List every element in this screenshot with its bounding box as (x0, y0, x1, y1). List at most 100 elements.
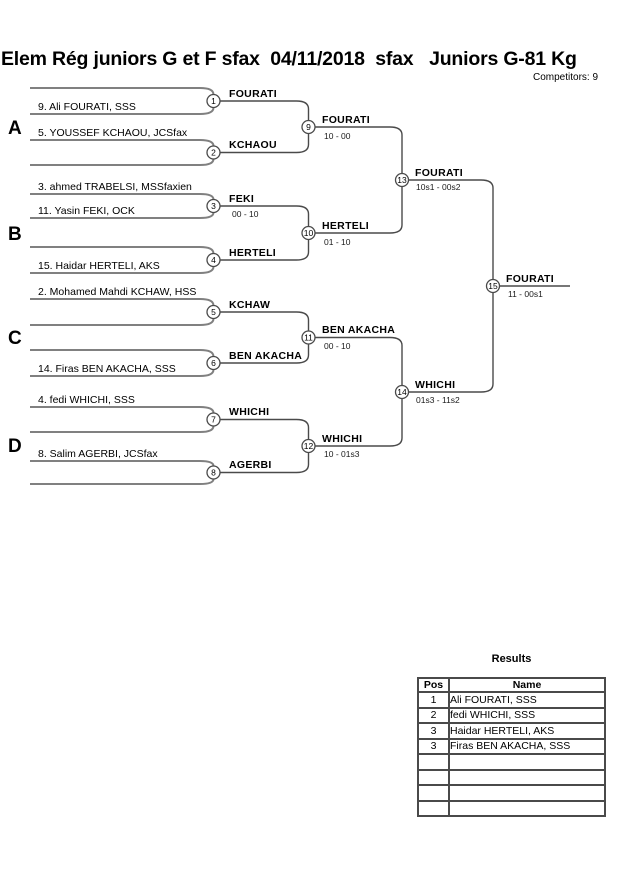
match-number-13: 13 (397, 175, 407, 185)
competitors-count: Competitors: 9 (533, 72, 599, 83)
winner-label-m5: KCHAW (229, 299, 270, 311)
match-circle-6 (206, 355, 221, 371)
seed-line-2-top (30, 139, 215, 147)
entry-label-whichi: 4. fedi WHICHI, SSS (38, 394, 135, 406)
seed-line-1-bottom (30, 107, 215, 115)
pos-cell (417, 784, 450, 802)
entry-label-kchaw: 2. Mohamed Mahdi KCHAW, HSS (38, 286, 196, 298)
match-circle-5 (206, 304, 221, 320)
match-circle-14 (394, 384, 410, 400)
score-label-m10: 01 - 10 (324, 237, 351, 247)
connector-m12-m14 (315, 398, 403, 447)
results-title: Results (491, 653, 532, 665)
entry-label-trabelsi: 3. ahmed TRABELSI, MSSfaxien (38, 181, 192, 193)
entry-label-kchaou: 5. YOUSSEF KCHAOU, JCSfax (38, 127, 188, 139)
winner-label-m15: FOURATI (506, 273, 554, 285)
pos-column-header: Pos (417, 677, 450, 693)
seed-line-1-top (30, 87, 215, 95)
match-circle-4 (206, 252, 221, 268)
match-number-8: 8 (211, 468, 216, 478)
winner-label-m6: BEN AKACHA (229, 350, 302, 362)
winner-label-m3: FEKI (229, 193, 254, 205)
group-label-a: A (8, 118, 22, 139)
seed-line-5-bottom (30, 318, 215, 326)
connector-m8-m12 (220, 452, 310, 474)
seed-line-6-top (30, 349, 215, 357)
name-cell: fedi WHICHI, SSS (448, 706, 606, 724)
seed-line-2-bottom (30, 158, 215, 166)
entry-label-herteli: 15. Haidar HERTELI, AKS (38, 260, 160, 272)
winner-label-m13: FOURATI (415, 167, 463, 179)
match-circle-1 (206, 93, 221, 109)
pos-cell: 3 (417, 722, 450, 740)
score-label-m13: 10s1 - 00s2 (416, 182, 461, 192)
match-circle-12 (301, 438, 316, 454)
match-circle-2 (206, 145, 221, 160)
connector-m4-m10 (220, 239, 310, 261)
results-row-empty (417, 768, 606, 786)
score-label-m14: 01s3 - 11s2 (416, 395, 460, 405)
seed-line-4-top (30, 246, 215, 254)
match-number-14: 14 (397, 387, 407, 397)
match-number-7: 7 (211, 415, 216, 425)
match-circle-3 (206, 198, 221, 214)
score-label-m11: 00 - 10 (324, 341, 351, 351)
results-table: Pos Name 1 Ali FOURATI, SSS 2 fedi WHICH… (417, 677, 606, 817)
match-number-12: 12 (304, 441, 314, 451)
seed-line-5-top (30, 298, 215, 306)
bracket-diagram: A B C D 1 2 3 4 5 6 7 8 (8, 87, 570, 485)
connector-m13-m15 (408, 179, 494, 280)
winner-label-m2: KCHAOU (229, 139, 277, 151)
score-label-m3: 00 - 10 (232, 209, 259, 219)
match-number-9: 9 (306, 122, 311, 132)
match-number-5: 5 (211, 307, 216, 317)
connector-m7-m12 (220, 418, 310, 440)
connector-m2-m9 (220, 133, 310, 154)
page-title: Elem Rég juniors G et F sfax 04/11/2018 … (1, 48, 577, 70)
match-circle-7 (206, 412, 221, 427)
seed-line-7-top (30, 406, 215, 414)
score-label-m15: 11 - 00s1 (508, 289, 543, 299)
results-row: 1 Ali FOURATI, SSS (417, 691, 606, 709)
pos-cell (417, 768, 450, 786)
name-cell: Firas BEN AKACHA, SSS (448, 737, 606, 755)
connector-m3-m10 (220, 205, 310, 227)
entry-label-feki: 11. Yasin FEKI, OCK (38, 205, 135, 217)
winner-label-m1: FOURATI (229, 88, 277, 100)
pos-cell (417, 753, 450, 771)
pos-cell (417, 799, 450, 817)
score-label-m12: 10 - 01s3 (324, 449, 360, 459)
match-circle-10 (301, 225, 316, 241)
name-cell (448, 768, 606, 786)
seed-line-8-top (30, 460, 215, 467)
connector-m11-m14 (315, 336, 403, 386)
match-circle-8 (206, 465, 221, 480)
results-row: 2 fedi WHICHI, SSS (417, 706, 606, 724)
connector-m14-m15 (408, 292, 494, 393)
connector-m10-m13 (315, 186, 403, 234)
name-cell (448, 784, 606, 802)
seed-line-7-bottom (30, 425, 215, 433)
group-label-b: B (8, 224, 22, 245)
match-number-1: 1 (211, 96, 216, 106)
match-number-11: 11 (304, 333, 313, 343)
connector-m9-m13 (315, 126, 403, 174)
pos-cell: 3 (417, 737, 450, 755)
winner-label-m8: AGERBI (229, 459, 272, 471)
group-label-c: C (8, 328, 22, 349)
winner-label-m4: HERTELI (229, 247, 276, 259)
pos-cell: 2 (417, 706, 450, 724)
match-number-4: 4 (211, 255, 216, 265)
match-circle-15 (485, 278, 501, 294)
results-row-empty (417, 799, 606, 817)
match-number-3: 3 (211, 201, 216, 211)
results-header-row: Pos Name (417, 677, 606, 693)
seed-line-6-bottom (30, 369, 215, 377)
name-cell (448, 753, 606, 771)
name-cell (448, 799, 606, 817)
winner-label-m7: WHICHI (229, 406, 269, 418)
seed-line-3-top (30, 193, 215, 200)
name-column-header: Name (448, 677, 606, 693)
name-cell: Ali FOURATI, SSS (448, 691, 606, 709)
seed-line-8-bottom (30, 478, 215, 485)
